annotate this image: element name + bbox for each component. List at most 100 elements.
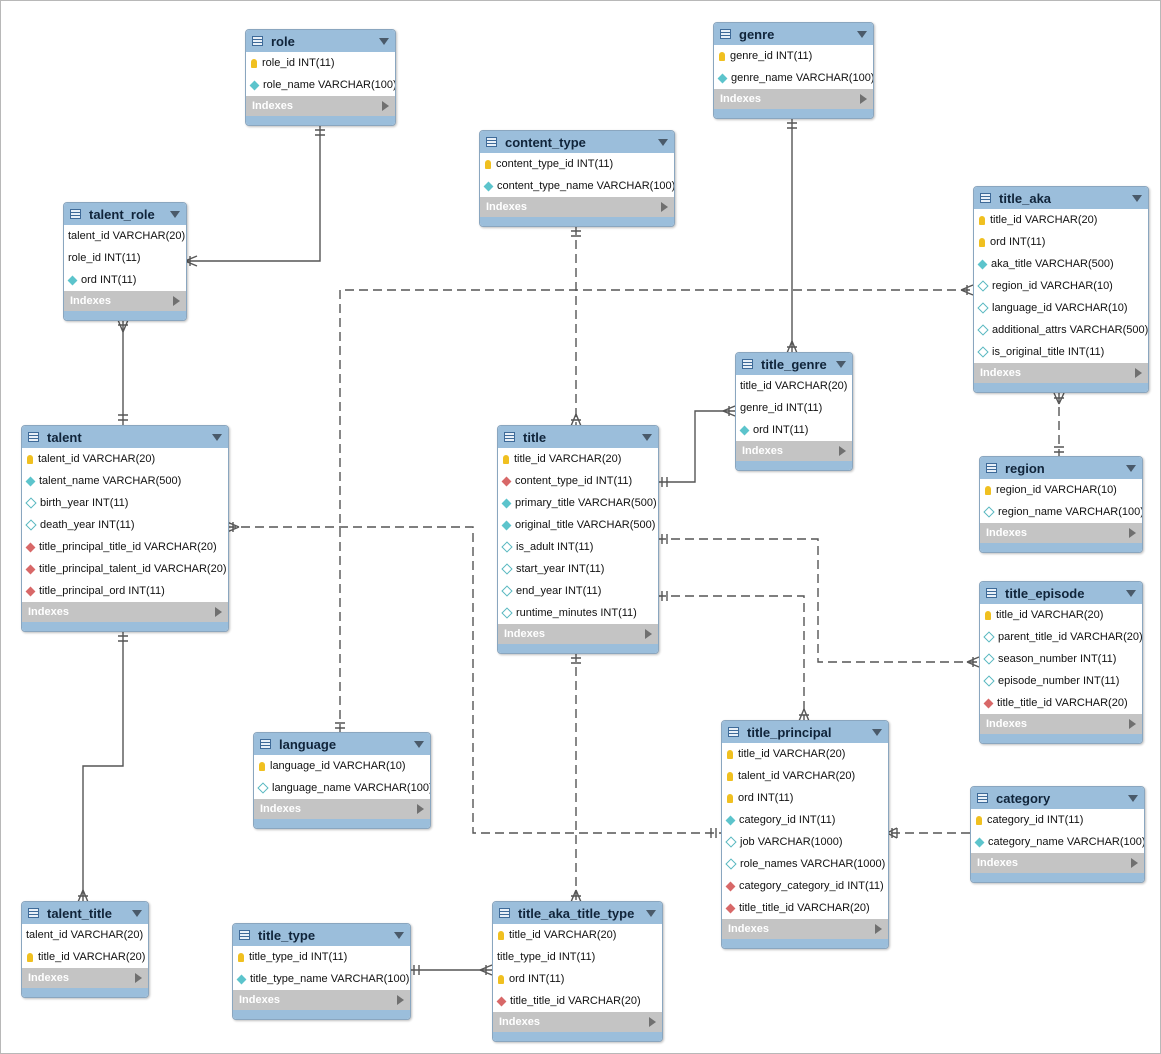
expand-arrow-icon[interactable]	[649, 1017, 656, 1027]
indexes-section[interactable]: Indexes	[233, 990, 410, 1010]
column-row[interactable]: title_id VARCHAR(20)	[974, 209, 1148, 231]
chevron-down-icon[interactable]	[646, 909, 656, 917]
column-row[interactable]: title_title_id VARCHAR(20)	[722, 897, 888, 919]
expand-arrow-icon[interactable]	[1135, 368, 1142, 378]
indexes-section[interactable]: Indexes	[714, 89, 873, 109]
chevron-down-icon[interactable]	[1126, 589, 1136, 597]
column-row[interactable]: ord INT(11)	[974, 231, 1148, 253]
column-row[interactable]: title_type_id INT(11)	[493, 946, 662, 968]
column-row[interactable]: category_category_id INT(11)	[722, 875, 888, 897]
column-row[interactable]: title_type_id INT(11)	[233, 946, 410, 968]
indexes-section[interactable]: Indexes	[22, 968, 148, 988]
expand-arrow-icon[interactable]	[875, 924, 882, 934]
expand-arrow-icon[interactable]	[645, 629, 652, 639]
table-header[interactable]: title	[498, 426, 658, 448]
column-row[interactable]: category_name VARCHAR(100)	[971, 831, 1144, 853]
column-row[interactable]: title_principal_title_id VARCHAR(20)	[22, 536, 228, 558]
column-row[interactable]: runtime_minutes INT(11)	[498, 602, 658, 624]
column-row[interactable]: original_title VARCHAR(500)	[498, 514, 658, 536]
column-row[interactable]: language_id VARCHAR(10)	[974, 297, 1148, 319]
column-row[interactable]: job VARCHAR(1000)	[722, 831, 888, 853]
indexes-section[interactable]: Indexes	[254, 799, 430, 819]
column-row[interactable]: title_title_id VARCHAR(20)	[980, 692, 1142, 714]
column-row[interactable]: talent_id VARCHAR(20)	[64, 225, 186, 247]
column-row[interactable]: title_id VARCHAR(20)	[498, 448, 658, 470]
column-row[interactable]: is_adult INT(11)	[498, 536, 658, 558]
column-row[interactable]: role_id INT(11)	[64, 247, 186, 269]
column-row[interactable]: role_names VARCHAR(1000)	[722, 853, 888, 875]
table-header[interactable]: title_principal	[722, 721, 888, 743]
chevron-down-icon[interactable]	[212, 433, 222, 441]
chevron-down-icon[interactable]	[857, 30, 867, 38]
indexes-section[interactable]: Indexes	[980, 523, 1142, 543]
column-row[interactable]: content_type_name VARCHAR(100)	[480, 175, 674, 197]
expand-arrow-icon[interactable]	[1129, 528, 1136, 538]
table-header[interactable]: talent_role	[64, 203, 186, 225]
chevron-down-icon[interactable]	[170, 210, 180, 218]
column-row[interactable]: talent_name VARCHAR(500)	[22, 470, 228, 492]
expand-arrow-icon[interactable]	[417, 804, 424, 814]
column-row[interactable]: title_type_name VARCHAR(100)	[233, 968, 410, 990]
column-row[interactable]: genre_id INT(11)	[736, 397, 852, 419]
indexes-section[interactable]: Indexes	[22, 602, 228, 622]
chevron-down-icon[interactable]	[1126, 464, 1136, 472]
chevron-down-icon[interactable]	[132, 909, 142, 917]
column-row[interactable]: language_name VARCHAR(100)	[254, 777, 430, 799]
chevron-down-icon[interactable]	[414, 740, 424, 748]
column-row[interactable]: birth_year INT(11)	[22, 492, 228, 514]
column-row[interactable]: primary_title VARCHAR(500)	[498, 492, 658, 514]
chevron-down-icon[interactable]	[836, 360, 846, 368]
expand-arrow-icon[interactable]	[1131, 858, 1138, 868]
column-row[interactable]: role_name VARCHAR(100)	[246, 74, 395, 96]
table-header[interactable]: region	[980, 457, 1142, 479]
indexes-section[interactable]: Indexes	[736, 441, 852, 461]
column-row[interactable]: title_title_id VARCHAR(20)	[493, 990, 662, 1012]
column-row[interactable]: title_principal_talent_id VARCHAR(20)	[22, 558, 228, 580]
table-header[interactable]: role	[246, 30, 395, 52]
table-header[interactable]: genre	[714, 23, 873, 45]
column-row[interactable]: region_name VARCHAR(100)	[980, 501, 1142, 523]
column-row[interactable]: is_original_title INT(11)	[974, 341, 1148, 363]
indexes-section[interactable]: Indexes	[974, 363, 1148, 383]
column-row[interactable]: parent_title_id VARCHAR(20)	[980, 626, 1142, 648]
column-row[interactable]: title_id VARCHAR(20)	[22, 946, 148, 968]
column-row[interactable]: language_id VARCHAR(10)	[254, 755, 430, 777]
expand-arrow-icon[interactable]	[839, 446, 846, 456]
column-row[interactable]: genre_name VARCHAR(100)	[714, 67, 873, 89]
table-header[interactable]: title_aka	[974, 187, 1148, 209]
table-header[interactable]: talent_title	[22, 902, 148, 924]
column-row[interactable]: region_id VARCHAR(10)	[980, 479, 1142, 501]
chevron-down-icon[interactable]	[642, 433, 652, 441]
expand-arrow-icon[interactable]	[135, 973, 142, 983]
column-row[interactable]: end_year INT(11)	[498, 580, 658, 602]
column-row[interactable]: episode_number INT(11)	[980, 670, 1142, 692]
indexes-section[interactable]: Indexes	[722, 919, 888, 939]
indexes-section[interactable]: Indexes	[498, 624, 658, 644]
column-row[interactable]: aka_title VARCHAR(500)	[974, 253, 1148, 275]
indexes-section[interactable]: Indexes	[971, 853, 1144, 873]
indexes-section[interactable]: Indexes	[493, 1012, 662, 1032]
column-row[interactable]: ord INT(11)	[493, 968, 662, 990]
table-header[interactable]: content_type	[480, 131, 674, 153]
column-row[interactable]: title_id VARCHAR(20)	[736, 375, 852, 397]
chevron-down-icon[interactable]	[379, 37, 389, 45]
column-row[interactable]: content_type_id INT(11)	[480, 153, 674, 175]
column-row[interactable]: season_number INT(11)	[980, 648, 1142, 670]
chevron-down-icon[interactable]	[872, 728, 882, 736]
column-row[interactable]: title_id VARCHAR(20)	[980, 604, 1142, 626]
